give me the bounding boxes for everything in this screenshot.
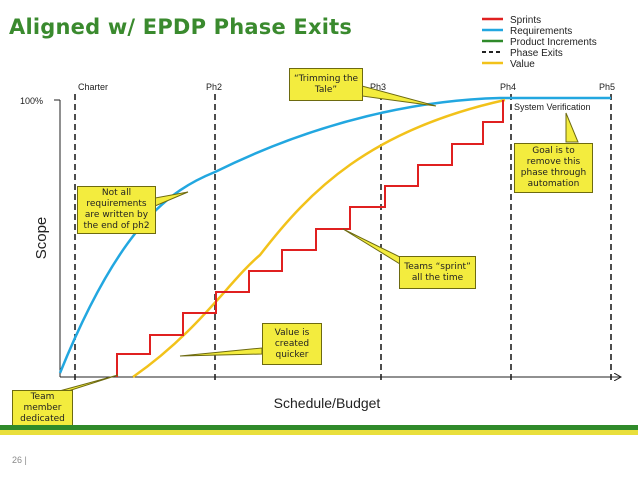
footer-band bbox=[0, 425, 638, 435]
sprints-staircase bbox=[116, 100, 504, 377]
callout-teams-sprint: Teams “sprint” all the time bbox=[399, 256, 476, 289]
phase-label-ph5: Ph5 bbox=[599, 82, 615, 92]
callout-team-member-dedicated: Team member dedicated bbox=[12, 390, 73, 426]
phase-label-ph4: Ph4 bbox=[500, 82, 516, 92]
system-verification-label: System Verification bbox=[514, 102, 591, 112]
phase-exits bbox=[74, 94, 612, 380]
x-axis-label: Schedule/Budget bbox=[274, 395, 381, 411]
not-all-pointer bbox=[154, 191, 189, 207]
requirements-curve bbox=[58, 96, 611, 374]
legend-label-product-increments: Product Increments bbox=[510, 37, 597, 48]
legend-label-value: Value bbox=[510, 59, 535, 70]
legend-label-phase-exits: Phase Exits bbox=[510, 48, 563, 59]
teams-sprint-pointer bbox=[342, 228, 401, 265]
page-number: 26 | bbox=[12, 455, 27, 465]
callout-goal-automation: Goal is to remove this phase through aut… bbox=[514, 143, 593, 193]
footer-band-green bbox=[0, 425, 638, 430]
trimming-pointer bbox=[361, 85, 437, 107]
y-axis-label: Scope bbox=[33, 217, 50, 260]
phase-label-charter: Charter bbox=[78, 82, 108, 92]
callout-not-all-requirements: Not all requirements are written by the … bbox=[77, 186, 156, 234]
legend-label-requirements: Requirements bbox=[510, 26, 572, 37]
callout-value-quicker: Value is created quicker bbox=[262, 323, 322, 365]
value-curve bbox=[132, 98, 506, 379]
callout-trimming-the-tale: “Trimming the Tale” bbox=[289, 68, 363, 101]
goal-pointer bbox=[565, 112, 579, 143]
legend-label-sprints: Sprints bbox=[510, 15, 541, 26]
phase-label-ph2: Ph2 bbox=[206, 82, 222, 92]
legend: Sprints Requirements Product Increments … bbox=[482, 15, 597, 70]
phase-label-ph3: Ph3 bbox=[370, 82, 386, 92]
y-tick-100: 100% bbox=[20, 96, 43, 106]
value-quicker-pointer bbox=[179, 347, 263, 357]
footer-band-yellow bbox=[0, 430, 638, 435]
page-title: Aligned w/ EPDP Phase Exits bbox=[9, 15, 353, 39]
